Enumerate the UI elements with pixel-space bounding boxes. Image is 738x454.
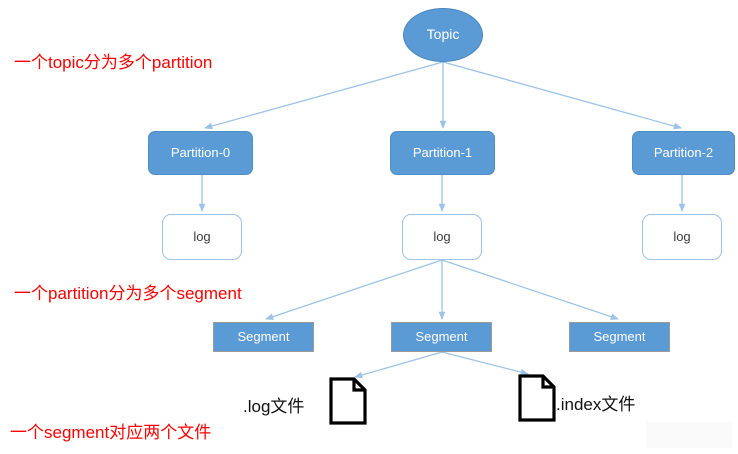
log-label-2: log bbox=[673, 228, 691, 244]
log-node-2[interactable]: log bbox=[642, 214, 722, 260]
annotation-partition-segment: 一个partition分为多个segment bbox=[14, 284, 242, 303]
segment-label-2: Segment bbox=[593, 328, 646, 344]
segment-label-1: Segment bbox=[415, 328, 468, 344]
edge-segment-1-to-log-file bbox=[354, 351, 443, 379]
partition-label-0: Partition-0 bbox=[170, 144, 231, 160]
watermark bbox=[646, 422, 732, 448]
index-file-label: .index文件 bbox=[556, 395, 636, 414]
edge-topic-to-partition-2 bbox=[442, 61, 683, 130]
partition-node-2[interactable]: Partition-2 bbox=[632, 131, 735, 175]
topic-node[interactable]: Topic bbox=[403, 8, 483, 62]
topic-label: Topic bbox=[426, 26, 460, 43]
annotation-topic-partition: 一个topic分为多个partition bbox=[14, 53, 213, 72]
edge-log-1-to-segment-0 bbox=[265, 259, 443, 320]
log-file-icon bbox=[329, 377, 367, 425]
segment-node-0[interactable]: Segment bbox=[213, 322, 314, 352]
log-label-0: log bbox=[193, 228, 211, 244]
index-file-icon bbox=[518, 374, 556, 422]
edge-log-1-to-segment-2 bbox=[441, 259, 619, 320]
partition-node-1[interactable]: Partition-1 bbox=[390, 131, 495, 175]
segment-node-1[interactable]: Segment bbox=[391, 322, 492, 352]
segment-node-2[interactable]: Segment bbox=[569, 322, 670, 352]
partition-label-1: Partition-1 bbox=[412, 144, 473, 160]
log-node-1[interactable]: log bbox=[402, 214, 482, 260]
edge-topic-to-partition-0 bbox=[203, 61, 444, 130]
partition-node-0[interactable]: Partition-0 bbox=[148, 131, 253, 175]
log-file-label: .log文件 bbox=[243, 397, 305, 416]
log-node-0[interactable]: log bbox=[162, 214, 242, 260]
log-label-1: log bbox=[433, 228, 451, 244]
segment-label-0: Segment bbox=[237, 328, 290, 344]
annotation-segment-files: 一个segment对应两个文件 bbox=[10, 423, 212, 442]
partition-label-2: Partition-2 bbox=[653, 144, 714, 160]
edge-segment-1-to-index-file bbox=[441, 351, 530, 376]
